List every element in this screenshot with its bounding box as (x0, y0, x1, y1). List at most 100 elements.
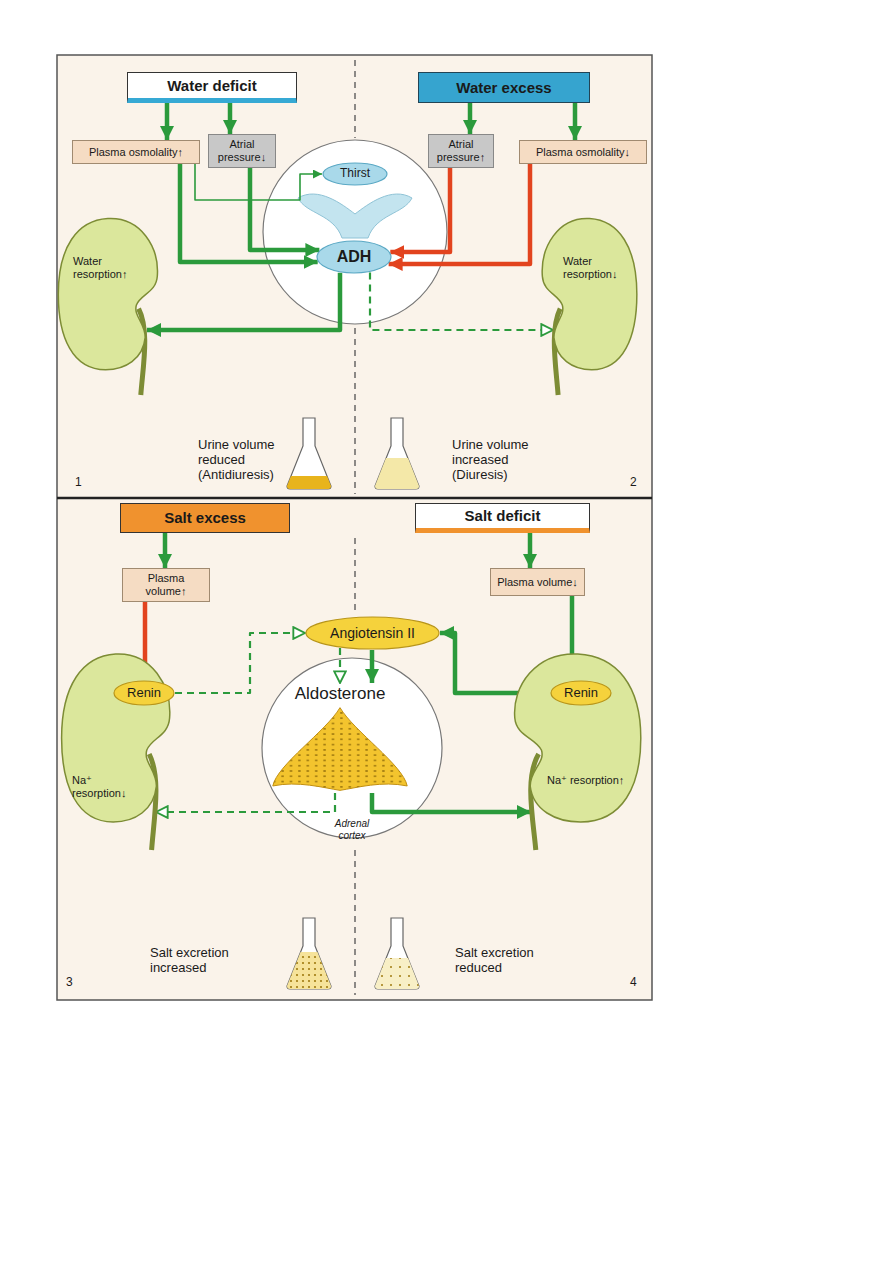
stimulus-box: Atrial pressure↑ (428, 134, 494, 168)
inhibition-arrow (389, 164, 530, 264)
stimulation-arrow (370, 650, 375, 683)
flask-liquid (375, 958, 419, 989)
hypothalamus-pituitary (298, 194, 412, 238)
divider-segment (354, 328, 355, 494)
kidney-label: Na⁺ resorption↑ (547, 774, 625, 787)
condition-box: Salt deficit (415, 503, 590, 533)
kidney-label: Water resorption↑ (73, 255, 143, 280)
kidney: Water resorption↑ (55, 215, 165, 395)
dashed-arrow (175, 633, 305, 693)
kidney-group (515, 654, 641, 850)
result-label: Salt excretion reduced (455, 946, 567, 976)
stimulus-box: Plasma osmolality↑ (72, 140, 200, 164)
panel-divider (57, 497, 652, 500)
hormone-label: Aldosterone (270, 683, 410, 704)
flask (287, 418, 331, 489)
kidney-shape (505, 650, 645, 850)
hormone-label: Renin (564, 686, 598, 701)
hormone-label: Angiotensin II (330, 625, 415, 641)
thirst-ellipse: Thirst (322, 162, 388, 186)
stimulus-label: Atrial pressure↓ (213, 138, 271, 163)
adrenal-shape (270, 705, 410, 793)
hypothalamus-circle (263, 140, 447, 324)
stimulation-arrow (165, 103, 170, 140)
kidney-group (58, 219, 157, 395)
renin-ellipse: Renin (113, 680, 175, 706)
stimulation-arrow (147, 273, 340, 330)
stimulus-label: Plasma volume↓ (497, 576, 578, 589)
result-label: Salt excretion increased (150, 946, 262, 976)
kidney-label: Water resorption↓ (563, 255, 629, 280)
adrenal-cortex-shape (273, 708, 407, 791)
stimulation-arrow (528, 533, 533, 568)
inhibition-arrow (390, 168, 450, 252)
ellipse-outline (323, 163, 387, 185)
hormone-label: ADH (337, 248, 372, 266)
hormone-label: Thirst (340, 167, 370, 181)
stimulus-label: Atrial pressure↑ (433, 138, 489, 163)
kidney-shape (58, 650, 178, 850)
kidney-outline (515, 654, 641, 822)
stimulus-box: Plasma osmolality↓ (519, 140, 647, 164)
result-label: Urine volume increased (Diuresis) (452, 438, 547, 483)
renin-ellipse: Renin (550, 680, 612, 706)
kidney-outline (58, 219, 157, 370)
kidney-label: Na⁺ resorption↓ (72, 774, 142, 799)
kidney-group (542, 219, 637, 395)
ellipse-outline (551, 681, 611, 705)
condition-box: Water excess (418, 72, 590, 103)
condition-label: Water deficit (167, 77, 256, 94)
kidney: Na⁺ resorption↑ Renin (505, 650, 645, 850)
divider-segment (354, 60, 355, 138)
stimulation-arrow (163, 533, 168, 568)
kidney-shape (55, 215, 165, 395)
panel-number: 1 (75, 476, 95, 490)
flask-liquid (375, 458, 419, 489)
dashed-arrow (156, 793, 335, 812)
adrenal-texture (273, 708, 407, 791)
stimulation-arrow (372, 793, 531, 812)
stimulation-arrow (228, 103, 233, 134)
divider-segment (354, 850, 355, 995)
salt-dots (375, 958, 419, 989)
panel-number: 3 (66, 976, 86, 990)
stimulation-arrow (573, 103, 578, 140)
kidney: Na⁺ resorption↓ Renin (58, 650, 178, 850)
ellipse-outline (317, 241, 391, 273)
dashed-arrow (339, 648, 341, 683)
flask-salt-increased (287, 918, 331, 989)
stimulus-box: Plasma volume↓ (490, 568, 585, 596)
divider-segment (354, 538, 355, 612)
stimulus-box: Atrial pressure↓ (208, 134, 276, 168)
result-label: Urine volume reduced (Antidiuresis) (198, 438, 286, 483)
hormone-ellipse: Angiotensin II (305, 616, 440, 650)
stimulus-label: Plasma osmolality↑ (89, 146, 183, 159)
dashed-arrow (370, 272, 553, 330)
kidney-shape (535, 215, 640, 395)
panel-number: 2 (630, 476, 650, 490)
kidney-outline (542, 219, 637, 370)
ellipse-outline (306, 617, 439, 649)
flask-salt-reduced (375, 918, 419, 989)
condition-label: Salt deficit (465, 507, 541, 524)
flask (375, 918, 419, 989)
stimulus-label: Plasma osmolality↓ (536, 146, 630, 159)
hormone-label: Renin (127, 686, 161, 701)
flask (375, 418, 419, 489)
flask-liquid (287, 476, 331, 489)
stimulation-arrow (468, 103, 473, 134)
panel-number: 4 (630, 976, 650, 990)
panel-ground (57, 55, 652, 1000)
stimulation-arrow (250, 168, 319, 250)
kidney-outline (62, 654, 170, 822)
flask (287, 918, 331, 989)
hormone-ellipse: ADH (316, 240, 392, 274)
ellipse-outline (114, 681, 174, 705)
connectors (145, 103, 575, 812)
structure-label: Adrenal cortex (322, 818, 382, 841)
condition-label: Salt excess (164, 509, 246, 526)
flask-antidiuresis (287, 418, 331, 489)
